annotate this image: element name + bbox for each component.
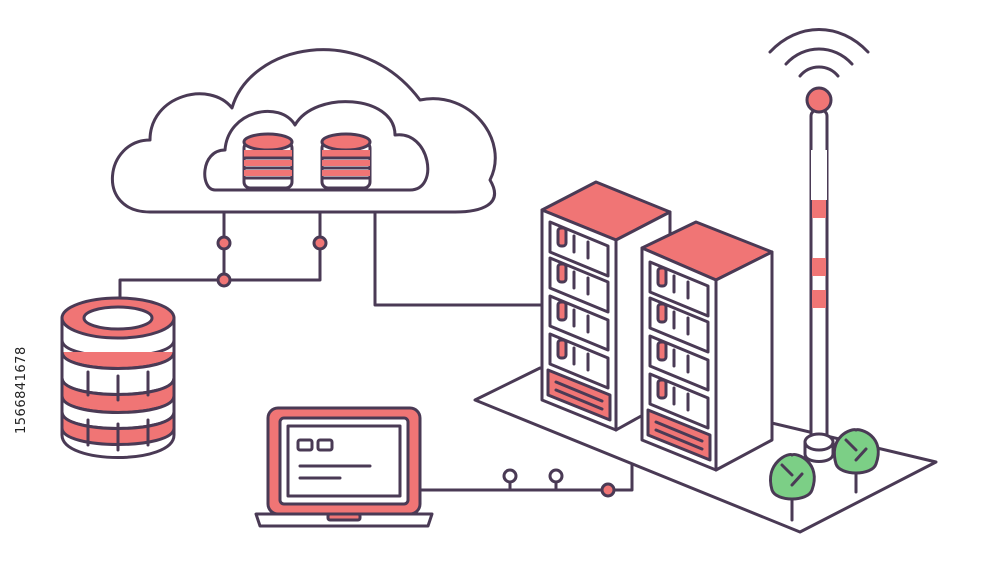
cloud-database-icon (320, 132, 372, 190)
server-rack-icon (640, 220, 774, 472)
wifi-signal-icon (768, 28, 870, 78)
database-icon (60, 296, 176, 459)
connection-nodes-hollow (502, 468, 564, 484)
antenna-tower-icon (803, 86, 835, 463)
tree-icon (768, 453, 816, 522)
laptop-icon (254, 406, 434, 528)
tree-icon (832, 428, 880, 494)
cloud-icon (111, 48, 497, 214)
cloud-database-icon (242, 132, 294, 190)
connection-nodes (216, 235, 616, 498)
